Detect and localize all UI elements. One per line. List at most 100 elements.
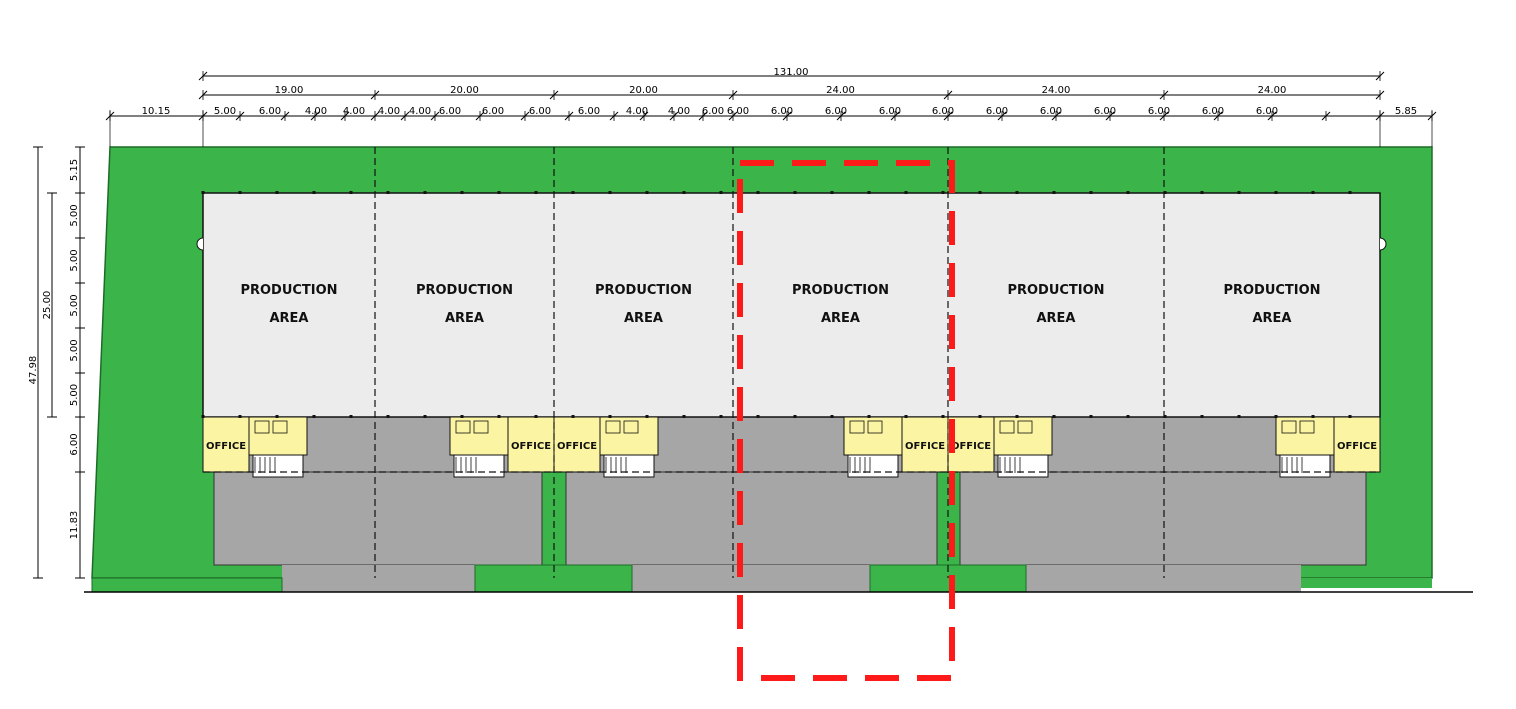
production-area-label: PRODUCTION bbox=[1223, 283, 1320, 298]
yard-lot-1 bbox=[213, 471, 543, 566]
office-label: OFFICE bbox=[511, 441, 551, 452]
dimension-bay: 6.00 bbox=[529, 106, 551, 117]
column-mark bbox=[645, 191, 649, 194]
dimension-total: 131.00 bbox=[774, 67, 809, 78]
dimension-segment: 5.00 bbox=[69, 384, 80, 406]
column-mark bbox=[386, 191, 390, 194]
dimension-unit: 24.00 bbox=[1258, 85, 1287, 96]
column-mark bbox=[682, 191, 686, 194]
column-mark bbox=[1052, 191, 1056, 194]
column-mark bbox=[312, 415, 316, 418]
production-area-label: AREA bbox=[1036, 311, 1075, 326]
service-core bbox=[993, 416, 1053, 456]
dimension-bay: 4.00 bbox=[409, 106, 431, 117]
door-swing bbox=[1379, 237, 1387, 251]
office-room bbox=[553, 416, 601, 473]
column-mark bbox=[1200, 415, 1204, 418]
stair-block bbox=[847, 454, 899, 478]
column-mark bbox=[719, 191, 723, 194]
dimension-offset-left: 10.15 bbox=[142, 106, 171, 117]
dimension-unit: 20.00 bbox=[629, 85, 658, 96]
toilet-cubicle bbox=[254, 420, 270, 434]
column-mark bbox=[1348, 415, 1352, 418]
column-mark bbox=[756, 415, 760, 418]
column-mark bbox=[201, 415, 205, 418]
office-label: OFFICE bbox=[951, 441, 991, 452]
production-area-label: PRODUCTION bbox=[595, 283, 692, 298]
column-mark bbox=[497, 191, 501, 194]
dimension-overall: 47.98 bbox=[28, 356, 39, 385]
toilet-cubicle bbox=[623, 420, 639, 434]
office-label: OFFICE bbox=[206, 441, 246, 452]
column-mark bbox=[423, 415, 427, 418]
dimension-bay: 6.00 bbox=[259, 106, 281, 117]
service-core bbox=[599, 416, 659, 456]
dimension-segment: 11.83 bbox=[69, 511, 80, 540]
office-label: OFFICE bbox=[905, 441, 945, 452]
dimension-bay: 6.00 bbox=[727, 106, 749, 117]
dimension-unit: 24.00 bbox=[1042, 85, 1071, 96]
dimension-bay: 6.00 bbox=[1094, 106, 1116, 117]
dimension-bay: 4.00 bbox=[305, 106, 327, 117]
dimension-unit: 20.00 bbox=[450, 85, 479, 96]
office-room bbox=[1333, 416, 1381, 473]
toilet-cubicle bbox=[1299, 420, 1315, 434]
office-room bbox=[202, 416, 250, 473]
column-mark bbox=[534, 191, 538, 194]
dimension-bay: 4.00 bbox=[626, 106, 648, 117]
column-mark bbox=[1015, 415, 1019, 418]
column-mark bbox=[1126, 415, 1130, 418]
dimension-segment: 5.00 bbox=[69, 204, 80, 226]
driveway bbox=[632, 565, 870, 592]
column-mark bbox=[1015, 191, 1019, 194]
column-mark bbox=[1311, 415, 1315, 418]
production-area-label: PRODUCTION bbox=[240, 283, 337, 298]
column-mark bbox=[275, 415, 279, 418]
dimension-bay: 6.00 bbox=[771, 106, 793, 117]
column-mark bbox=[719, 415, 723, 418]
column-mark bbox=[1200, 191, 1204, 194]
dimension-bay: 4.00 bbox=[343, 106, 365, 117]
production-area-label: PRODUCTION bbox=[416, 283, 513, 298]
toilet-cubicle bbox=[849, 420, 865, 434]
column-mark bbox=[793, 415, 797, 418]
stair-block bbox=[603, 454, 655, 478]
yard-lot-2 bbox=[565, 471, 938, 566]
service-core bbox=[248, 416, 308, 456]
dimension-bay: 6.00 bbox=[702, 106, 724, 117]
production-building bbox=[202, 192, 1381, 418]
toilet-cubicle bbox=[1281, 420, 1297, 434]
column-mark bbox=[1163, 191, 1167, 194]
column-mark bbox=[867, 191, 871, 194]
dimension-unit: 19.00 bbox=[275, 85, 304, 96]
service-core bbox=[1275, 416, 1335, 456]
column-mark bbox=[1089, 191, 1093, 194]
column-mark bbox=[645, 415, 649, 418]
toilet-cubicle bbox=[999, 420, 1015, 434]
toilet-cubicle bbox=[1017, 420, 1033, 434]
column-mark bbox=[793, 191, 797, 194]
column-mark bbox=[756, 191, 760, 194]
column-mark bbox=[1348, 191, 1352, 194]
dimension-bay: 6.00 bbox=[986, 106, 1008, 117]
production-area-label: AREA bbox=[1252, 311, 1291, 326]
column-mark bbox=[904, 191, 908, 194]
column-mark bbox=[238, 191, 242, 194]
column-mark bbox=[1311, 191, 1315, 194]
column-mark bbox=[1274, 415, 1278, 418]
column-mark bbox=[867, 415, 871, 418]
dimension-offset-right: 5.85 bbox=[1395, 106, 1417, 117]
column-mark bbox=[497, 415, 501, 418]
dimension-bay: 5.00 bbox=[214, 106, 236, 117]
column-mark bbox=[534, 415, 538, 418]
dimension-bay: 6.00 bbox=[1256, 106, 1278, 117]
dimension-bay: 6.00 bbox=[482, 106, 504, 117]
column-mark bbox=[1237, 191, 1241, 194]
dimension-segment: 5.15 bbox=[69, 159, 80, 181]
production-area-label: AREA bbox=[821, 311, 860, 326]
dimension-segment: 5.00 bbox=[69, 339, 80, 361]
yard-lot-3 bbox=[959, 471, 1367, 566]
column-mark bbox=[275, 191, 279, 194]
toilet-cubicle bbox=[473, 420, 489, 434]
